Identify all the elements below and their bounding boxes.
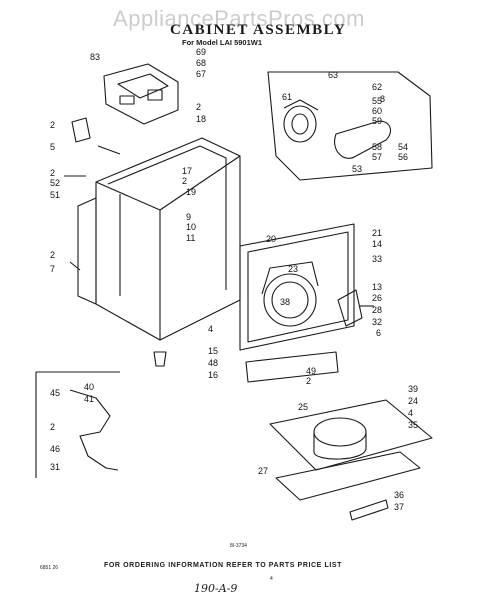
bracket-5 [71,117,91,143]
callout-2: 2 [50,422,55,432]
door-assembly [269,399,433,501]
handwritten-note: 190-A-9 [194,582,238,595]
callout-58: 58 [372,142,382,152]
callout-57: 57 [372,152,382,162]
callout-8: 8 [380,94,385,104]
control-housing [103,63,179,125]
callout-2: 2 [182,176,187,186]
callout-33: 33 [372,254,382,264]
callout-24: 24 [408,396,418,406]
callout-4: 4 [208,324,213,334]
callout-5: 5 [50,142,55,152]
callout-2: 2 [50,250,55,260]
callout-2: 2 [306,376,311,386]
callout-9: 9 [186,212,191,222]
callout-14: 14 [372,239,382,249]
document-number: 8I-3734 [230,543,247,549]
callout-39: 39 [408,384,418,394]
callout-49: 49 [306,366,316,376]
callout-54: 54 [398,142,408,152]
page-mark: 4 [270,576,273,582]
left-code: 6851 26 [40,565,59,571]
callout-52: 52 [50,178,60,188]
callout-55: 55 [372,96,382,106]
callout-48: 48 [208,358,218,368]
callout-4: 4 [408,408,413,418]
callout-46: 46 [50,444,60,454]
callout-83: 83 [90,52,100,62]
callout-28: 28 [372,305,382,315]
callout-23: 23 [288,264,298,274]
callout-68: 68 [196,58,206,68]
toe-panel [245,351,339,383]
callout-32: 32 [372,317,382,327]
callout-25: 25 [298,402,308,412]
wire-harness [69,389,119,471]
callout-19: 19 [186,187,196,197]
inset-box [267,71,433,181]
callout-63: 63 [328,70,338,80]
callout-62: 62 [372,82,382,92]
ordering-footer: FOR ORDERING INFORMATION REFER TO PARTS … [104,562,343,569]
callout-2: 2 [50,168,55,178]
callout-61: 61 [282,92,292,102]
callout-15: 15 [208,346,218,356]
callout-13: 13 [372,282,382,292]
callout-2: 2 [196,102,201,112]
callout-38: 38 [280,297,290,307]
callout-27: 27 [258,466,268,476]
callout-41: 41 [84,394,94,404]
callout-59: 59 [372,116,382,126]
side-panel [77,197,97,305]
callout-11: 11 [186,233,195,243]
callout-45: 45 [50,388,60,398]
callout-67: 67 [196,69,206,79]
callout-16: 16 [208,370,218,380]
callout-56: 56 [398,152,408,162]
door-strike [349,499,389,521]
leveling-leg [153,351,167,367]
door-hinge [337,289,363,327]
cabinet-box [95,137,241,341]
inset-motor [283,105,317,143]
callout-53: 53 [352,164,362,174]
callout-69: 69 [196,47,206,57]
callout-51: 51 [50,190,60,200]
inset-belt [334,120,391,159]
callout-6: 6 [376,328,381,338]
callout-40: 40 [84,382,94,392]
callout-31: 31 [50,462,60,472]
callout-18: 18 [196,114,206,124]
callout-20: 20 [266,234,276,244]
model-subtitle: For Model LAI 5901W1 [182,38,263,47]
callout-17: 17 [182,166,192,176]
callout-35: 35 [408,420,418,430]
callout-7: 7 [50,264,55,274]
diagram-title: CABINET ASSEMBLY [170,22,347,38]
callout-2: 2 [50,120,55,130]
callout-37: 37 [394,502,404,512]
callout-26: 26 [372,293,382,303]
watermark: AppliancePartsPros.com [113,6,365,31]
callout-10: 10 [186,222,196,232]
front-panel [239,223,355,351]
callout-36: 36 [394,490,404,500]
callout-60: 60 [372,106,382,116]
callout-21: 21 [372,228,382,238]
